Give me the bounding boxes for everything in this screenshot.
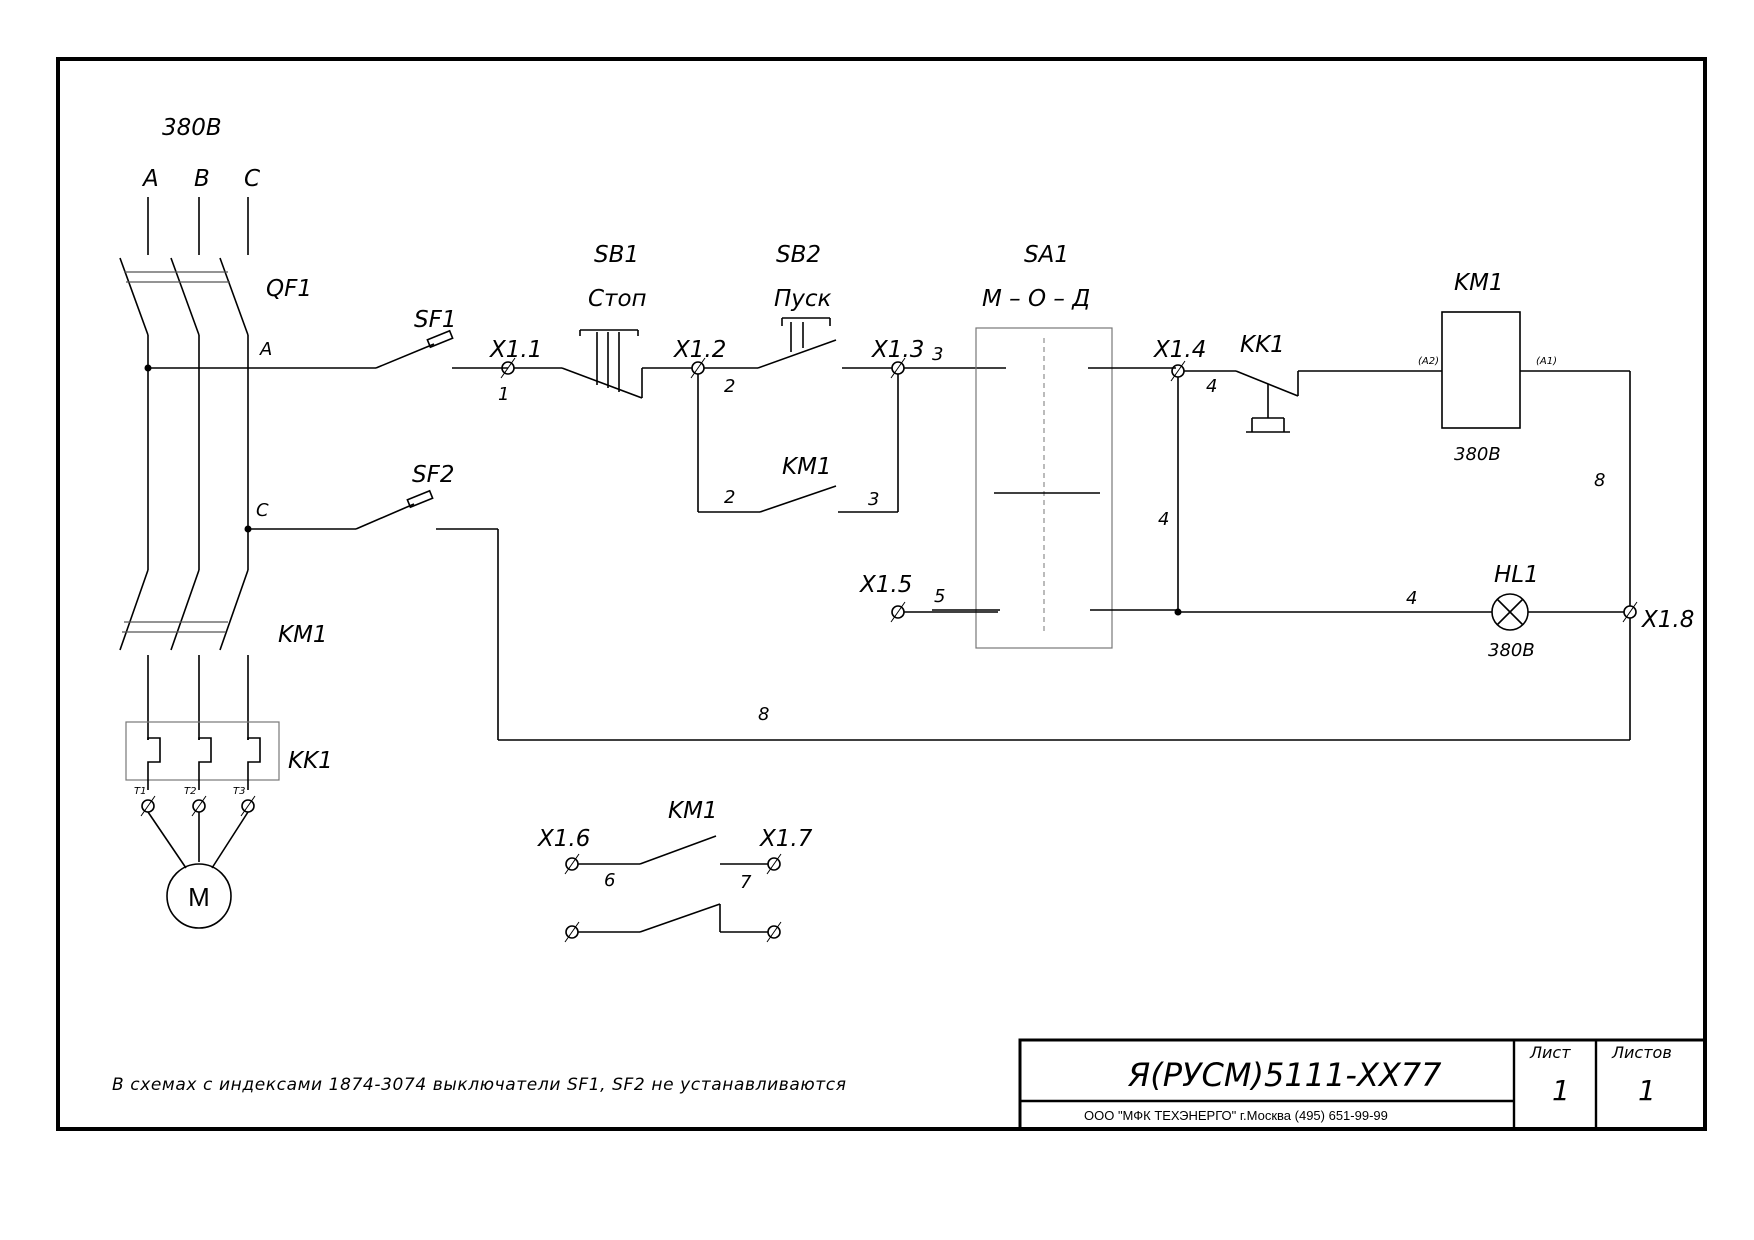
x17-label: X1.7 (759, 826, 813, 852)
phase-c-label: C (244, 166, 260, 192)
km1-coil-label: KM1 (1454, 270, 1504, 296)
hl1-lamp (1491, 593, 1624, 631)
title-block: Я(РУСМ)5111-XX77 ООО "МФК ТЕХЭНЕРГО" г.М… (1018, 1038, 1707, 1131)
terminal-aux-nc-right (767, 925, 781, 939)
drawing-code: Я(РУСМ)5111-XX77 (1127, 1056, 1442, 1094)
sa1-label: SA1 (1024, 242, 1069, 268)
km1-hold-label: KM1 (782, 454, 832, 480)
motor-terminals (140, 795, 256, 869)
sa1-selector (932, 327, 1178, 649)
sb1-caption: Стоп (588, 286, 647, 312)
km1-coil (1441, 311, 1631, 606)
sheet-value: 1 (1552, 1074, 1570, 1107)
sheet-label: Лист (1529, 1043, 1571, 1062)
x11-label: X1.1 (489, 337, 542, 363)
sheets-label: Листов (1611, 1043, 1672, 1062)
sf2-label: SF2 (412, 462, 454, 488)
relay-terminal-t1: T1 (134, 786, 146, 797)
sb2-start-button (704, 317, 892, 369)
wire-7-label: 7 (740, 872, 752, 893)
km1-main-contacts (119, 569, 249, 740)
coil-a1-label: (A1) (1536, 356, 1557, 367)
x15-label: X1.5 (859, 572, 912, 598)
coil-a2-label: (A2) (1418, 356, 1439, 367)
kk1-thermal-contact (1235, 370, 1442, 433)
qf1-label: QF1 (266, 276, 312, 302)
tap-a-label: A (259, 339, 272, 360)
sb2-label: SB2 (776, 242, 821, 268)
wire-6-label: 6 (604, 870, 615, 891)
junction-dot-x14 (1174, 608, 1182, 616)
kk1-thermal-relay (125, 721, 280, 790)
kk1-relay-label: KK1 (288, 748, 333, 774)
relay-terminal-t2: T2 (184, 786, 196, 797)
sb1-stop-button (561, 329, 692, 399)
wire-3a-label: 3 (932, 344, 943, 365)
wire-3b-label: 3 (868, 489, 879, 510)
wire-4c-label: 4 (1406, 588, 1417, 609)
kk1-contact-label: KK1 (1240, 332, 1285, 358)
km1-aux-contacts: X1.6 X1.7 KM1 6 7 (537, 798, 813, 943)
motor-symbol (166, 863, 232, 929)
terminal-x17 (767, 857, 781, 871)
wire-4b-label: 4 (1158, 509, 1169, 530)
x12-label: X1.2 (673, 337, 726, 363)
sf1-label: SF1 (414, 307, 456, 333)
relay-terminal-t3: T3 (233, 786, 245, 797)
sf2-breaker (355, 489, 1630, 741)
km1-hold-contact (697, 374, 899, 513)
wire-2b-label: 2 (724, 487, 735, 508)
company-info: ООО "МФК ТЕХЭНЕРГО" г.Москва (495) 651-9… (1084, 1108, 1388, 1123)
sa1-caption: М – О – Д (982, 286, 1090, 312)
x13-label: X1.3 (871, 337, 924, 363)
qf1-breaker (119, 257, 249, 570)
hl1-label: HL1 (1494, 562, 1539, 588)
x18-label: X1.8 (1641, 607, 1694, 633)
supply-voltage-label: 380В (162, 115, 222, 141)
wire-8b-label: 8 (758, 704, 769, 725)
x14-label: X1.4 (1153, 337, 1206, 363)
hl1-voltage: 380В (1488, 640, 1535, 661)
sb1-label: SB1 (594, 242, 639, 268)
sheets-value: 1 (1638, 1074, 1656, 1107)
tap-c-label: C (256, 500, 269, 521)
wire-1-label: 1 (498, 384, 509, 405)
control-circuit: SF1 X1.1 1 SB1 Стоп X1.2 2 (148, 242, 1694, 741)
sb2-caption: Пуск (774, 286, 832, 312)
wire-2a-label: 2 (724, 376, 735, 397)
km1-coil-voltage: 380В (1454, 444, 1501, 465)
motor-label: M (188, 882, 210, 912)
phase-a-label: A (141, 166, 159, 192)
drawing-frame (56, 57, 1707, 1131)
installation-note: В схемах с индексами 1874-3074 выключате… (112, 1075, 847, 1095)
km1-main-label: KM1 (278, 622, 328, 648)
phase-b-label: B (194, 166, 210, 192)
sf1-breaker (375, 329, 508, 369)
power-circuit: 380В A B C QF1 A C (119, 115, 333, 929)
km1-aux-label: KM1 (668, 798, 718, 824)
x16-label: X1.6 (537, 826, 590, 852)
wire-8a-label: 8 (1594, 470, 1605, 491)
wire-4a-label: 4 (1206, 376, 1217, 397)
wire-5-label: 5 (934, 586, 945, 607)
